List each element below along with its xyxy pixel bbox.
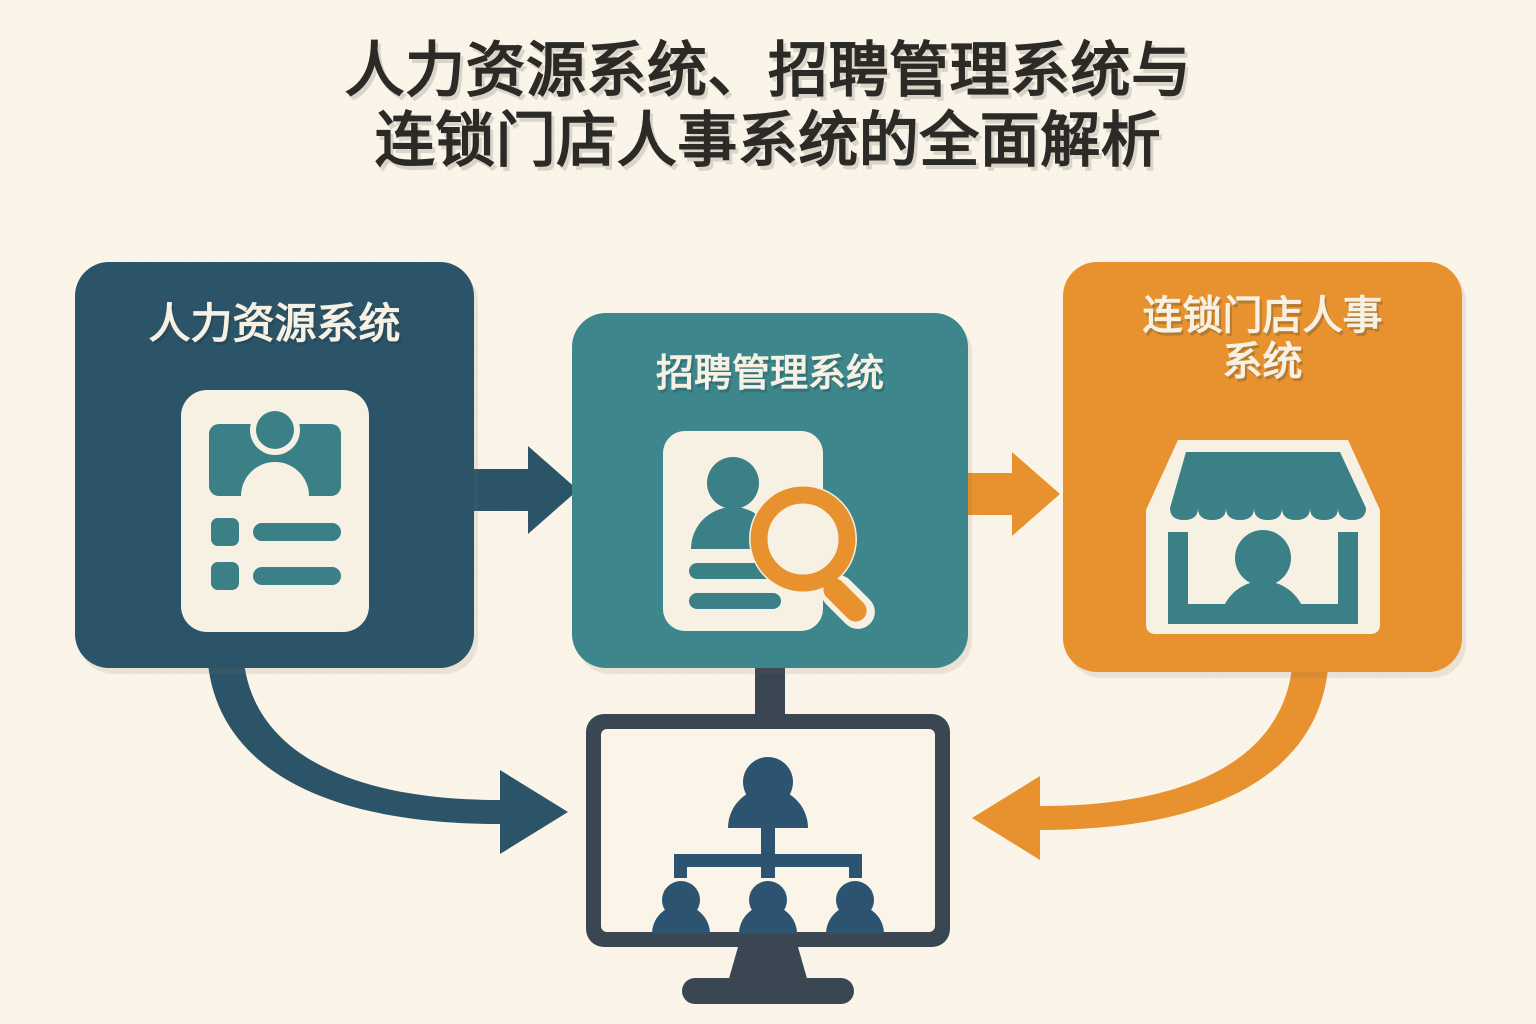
card-hr-system-label: 人力资源系统 (148, 300, 401, 347)
card-recruitment-system[interactable]: 招聘管理系统 (572, 313, 968, 668)
connector-hr-to-dashboard (207, 645, 568, 854)
card-recruitment-system-label: 招聘管理系统 (655, 353, 884, 395)
storefront-icon (1140, 428, 1386, 640)
resume-search-icon (663, 431, 877, 631)
connector-chain-to-dashboard (972, 650, 1329, 860)
card-chain-store-system-label: 连锁门店人事 系统 (1142, 294, 1383, 384)
connector-hr-to-recruit (473, 446, 578, 534)
page-title: 人力资源系统、招聘管理系统与 连锁门店人事系统的全面解析 (344, 37, 1192, 175)
org-chart-graphic (652, 757, 884, 934)
monitor-org-chart-icon[interactable] (586, 660, 950, 1005)
connector-recruit-to-chain (967, 452, 1060, 536)
employee-record-document-icon (180, 390, 369, 632)
card-chain-store-system[interactable]: 连锁门店人事 系统 (1063, 262, 1462, 672)
card-hr-system[interactable]: 人力资源系统 (75, 262, 474, 668)
